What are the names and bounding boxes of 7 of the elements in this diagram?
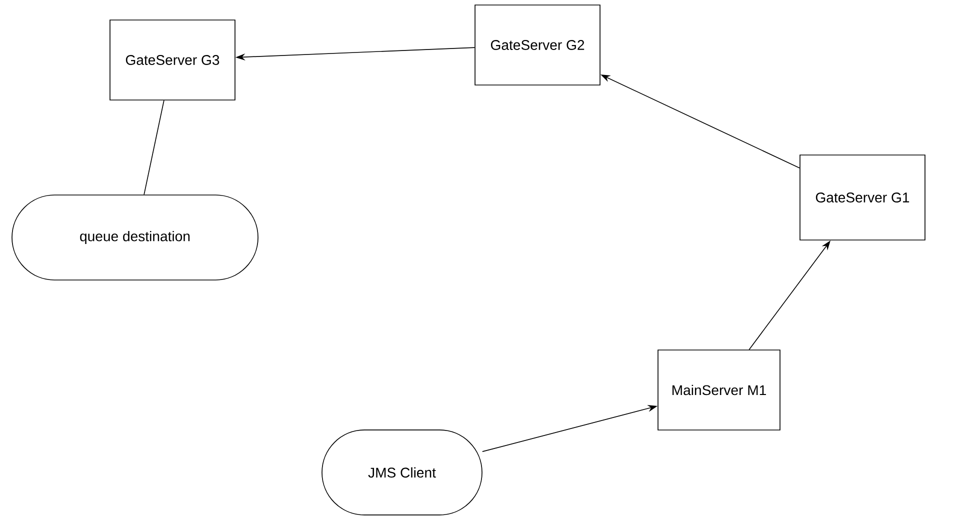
- rounded-terminal: JMS Client: [322, 430, 482, 516]
- server-box: GateServer G3: [110, 20, 236, 100]
- rounded-terminal: queue destination: [12, 194, 258, 280]
- connector-line: [144, 100, 164, 196]
- server-box: MainServer M1: [658, 350, 780, 430]
- server-box: GateServer G2: [474, 4, 600, 86]
- server-box: GateServer G1: [800, 154, 926, 240]
